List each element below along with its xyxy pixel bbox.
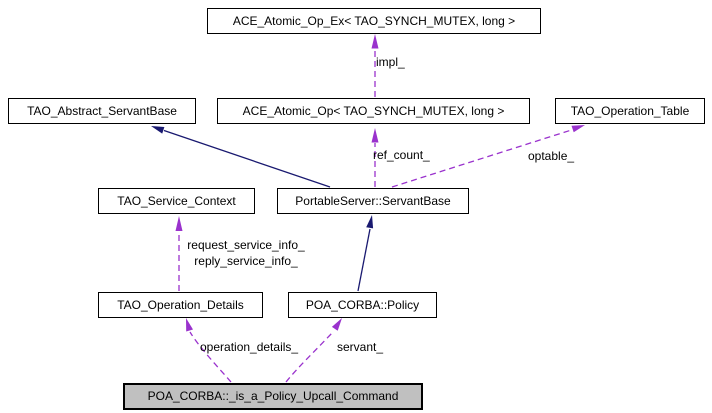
edge-inherit-abstract-line: [163, 129, 331, 188]
edge-optable-arrowhead-icon: [571, 125, 585, 133]
edge-label-reply-service-info: reply_service_info_: [194, 254, 298, 268]
node-poa-corba-policy[interactable]: POA_CORBA::Policy: [288, 292, 437, 318]
edge-service-info-arrowhead-icon: [175, 216, 183, 231]
edge-servant-arrowhead-icon: [331, 318, 342, 331]
edge-ref-count-arrowhead-icon: [371, 128, 379, 143]
edge-inherit-servantbase-line: [357, 228, 371, 292]
edge-operation-details-line: [189, 331, 232, 383]
node-ace-atomic-op-ex[interactable]: ACE_Atomic_Op_Ex< TAO_SYNCH_MUTEX, long …: [207, 8, 541, 34]
edge-label-servant: servant_: [337, 340, 384, 354]
edge-label-request-service-info: request_service_info_: [187, 238, 305, 252]
edge-inherit-abstract-arrowhead-icon: [151, 126, 165, 134]
edge-label-operation-details: operation_details_: [200, 340, 299, 354]
edge-label-impl: impl_: [376, 55, 405, 69]
edge-optable-line: [391, 128, 574, 188]
node-main-is-a-policy-upcall-command: POA_CORBA::_is_a_Policy_Upcall_Command: [123, 383, 423, 410]
edge-servant-line: [285, 332, 333, 383]
node-tao-operation-details[interactable]: TAO_Operation_Details: [98, 292, 263, 318]
node-portableserver-servantbase[interactable]: PortableServer::ServantBase: [277, 188, 469, 214]
edge-impl-arrowhead-icon: [371, 34, 379, 49]
edge-label-service-info: request_service_info_ reply_service_info…: [178, 237, 314, 269]
node-tao-service-context[interactable]: TAO_Service_Context: [98, 188, 255, 214]
node-tao-operation-table[interactable]: TAO_Operation_Table: [555, 98, 705, 124]
edge-inherit-servantbase-arrowhead-icon: [366, 215, 374, 229]
edge-label-optable: optable_: [528, 149, 575, 163]
edge-operation-details-arrowhead-icon: [186, 318, 193, 332]
node-ace-atomic-op[interactable]: ACE_Atomic_Op< TAO_SYNCH_MUTEX, long >: [217, 98, 530, 124]
node-tao-abstract-servantbase[interactable]: TAO_Abstract_ServantBase: [8, 98, 196, 124]
edge-label-ref-count: ref_count_: [373, 148, 430, 162]
